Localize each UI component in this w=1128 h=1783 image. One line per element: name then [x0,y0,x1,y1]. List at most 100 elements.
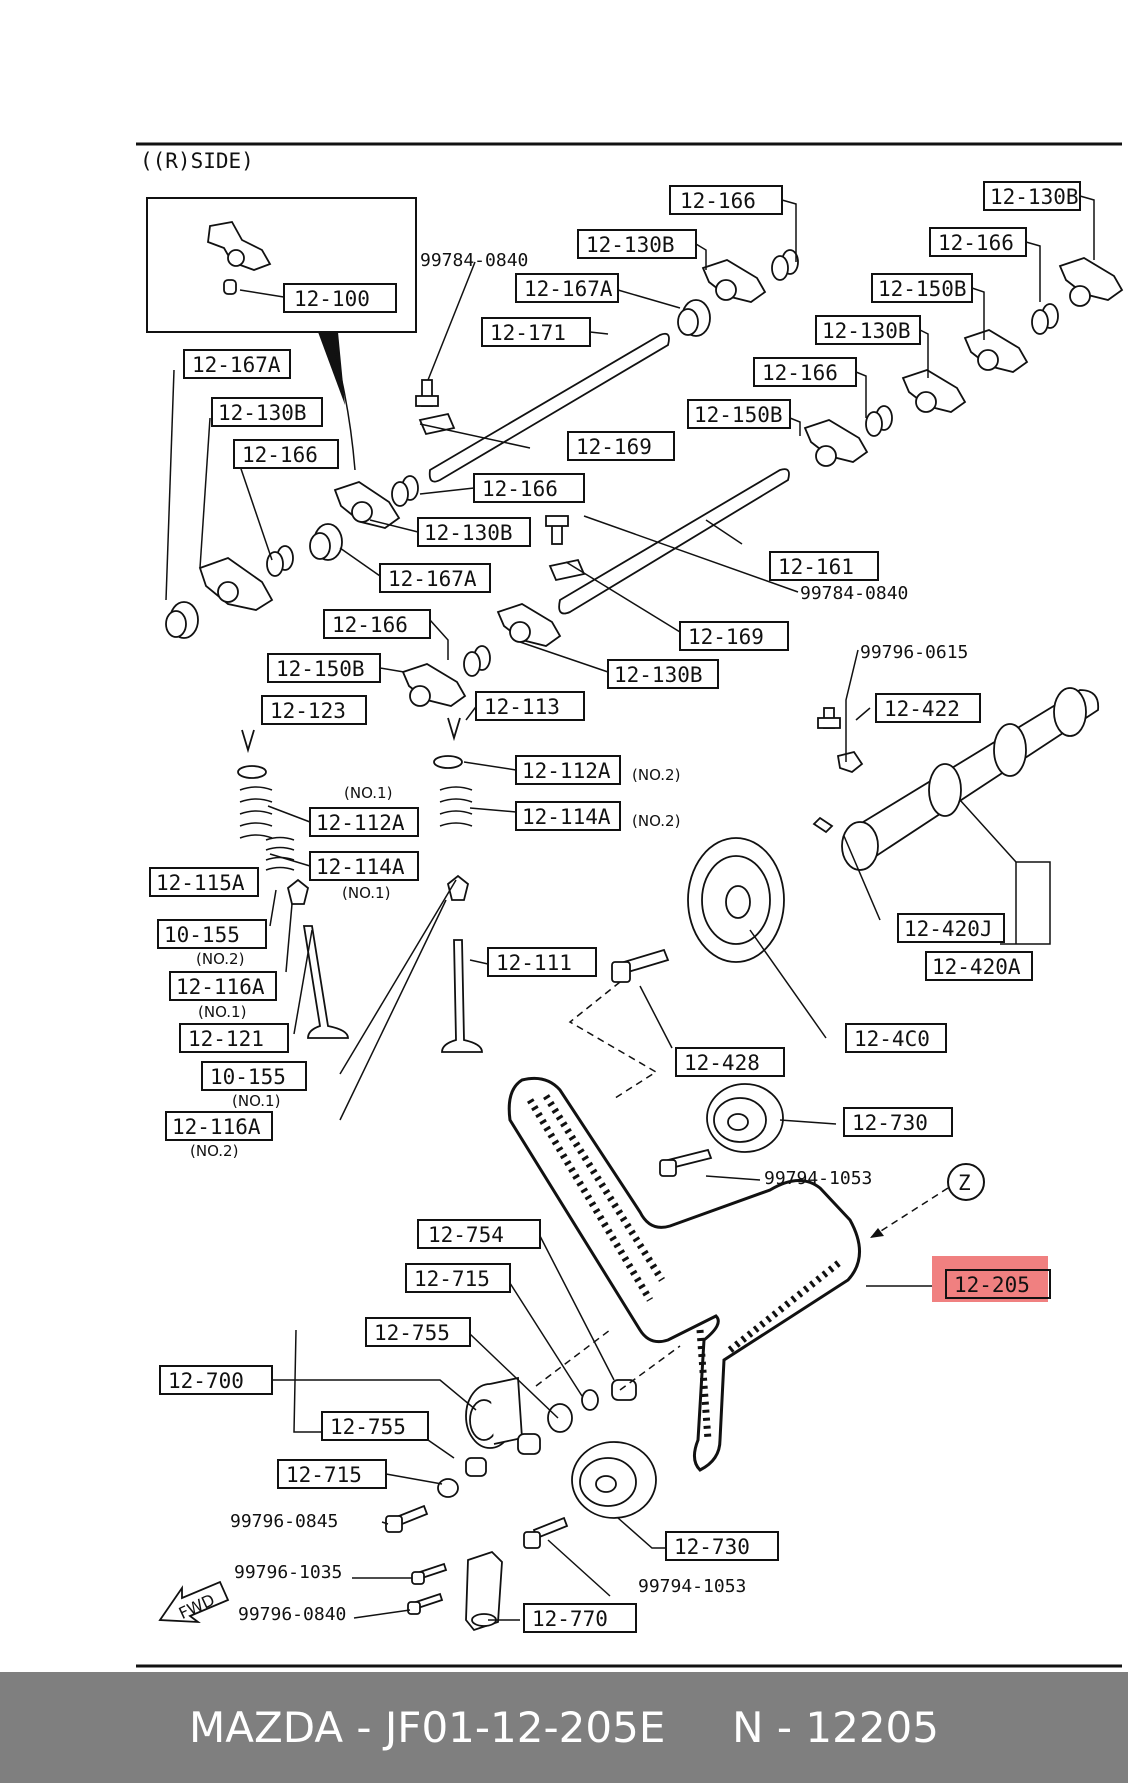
rocker-arm-2 [198,556,274,611]
svg-text:12-715: 12-715 [414,1267,490,1291]
part-label-12-730-a: 12-730 [843,1107,953,1137]
part-label-12-130B-e: 12-130B [815,315,921,345]
valve-intake [302,925,349,1039]
svg-text:12-205: 12-205 [954,1273,1030,1297]
rocker-arm-7 [963,329,1029,373]
inset-pointer [318,332,345,405]
part-label-12-123: 12-123 [261,695,367,725]
svg-text:12-150B: 12-150B [694,403,783,427]
svg-text:12-715: 12-715 [286,1463,362,1487]
part-label-99796-1035: 99796-1035 [234,1562,342,1583]
idler-pulley-upper [706,1083,784,1153]
leader-lines [165,195,1095,1621]
note-no1-b: (NO.1) [342,884,390,902]
camshaft-pulley [687,837,785,963]
part-label-12-111: 12-111 [487,947,597,977]
rocker-arm-9 [803,419,869,467]
rocker-arm-4 [401,663,467,707]
inset-box [146,197,417,333]
svg-text:12-166: 12-166 [680,189,756,213]
spring-1 [391,475,419,507]
svg-text:(NO.1): (NO.1) [344,784,392,802]
idler-bolt-lower [523,1516,569,1549]
svg-text:12-422: 12-422 [884,697,960,721]
svg-text:12-130B: 12-130B [614,663,703,687]
svg-text:12-420A: 12-420A [932,955,1021,979]
shaft-bolt-upper [415,379,456,436]
svg-text:12-130B: 12-130B [990,185,1079,209]
part-label-12-100: 12-100 [283,283,397,313]
svg-text:12-4C0: 12-4C0 [854,1027,930,1051]
spring-5 [865,405,893,437]
part-label-12-166-b: 12-166 [233,439,339,469]
cam-plate [836,750,864,774]
part-label-12-4C0: 12-4C0 [845,1023,947,1053]
part-label-12-167A-a: 12-167A [515,273,619,303]
svg-text:99796-0845: 99796-0845 [230,1511,338,1532]
footer-part-number: MAZDA - JF01-12-205E N - 12205 [188,1703,939,1752]
part-label-12-116A-a: 12-116A [169,971,277,1001]
part-label-12-114A-b: 12-114A [309,851,419,881]
svg-text:12-730: 12-730 [674,1535,750,1559]
spring-retainer [237,765,267,779]
part-label-12-169-a: 12-169 [567,431,675,461]
part-label-12-422: 12-422 [875,693,981,723]
spring-4 [1031,303,1059,335]
part-label-12-770: 12-770 [523,1603,637,1633]
svg-text:12-115A: 12-115A [156,871,245,895]
svg-text:12-166: 12-166 [242,443,318,467]
svg-text:12-167A: 12-167A [388,567,477,591]
part-label-12-420J: 12-420J [897,913,1005,943]
svg-text:12-116A: 12-116A [176,975,265,999]
part-label-12-166-c: 12-166 [473,473,585,503]
tensioner-spring [465,1550,503,1632]
part-label-12-755-b: 12-755 [321,1411,429,1441]
svg-text:12-114A: 12-114A [522,805,611,829]
svg-text:(NO.2): (NO.2) [632,766,680,784]
part-label-12-754: 12-754 [417,1219,541,1249]
svg-text:12-130B: 12-130B [218,401,307,425]
valve-spring-inner [439,786,473,827]
part-label-99784-0840-b: 99784-0840 [800,583,908,604]
svg-text:(NO.1): (NO.1) [232,1092,280,1110]
note-no1-a: (NO.1) [344,784,392,802]
view-z-circle [947,1163,985,1201]
svg-text:99784-0840: 99784-0840 [420,250,528,271]
part-label-12-115A: 12-115A [149,867,259,897]
svg-text:12-167A: 12-167A [524,277,613,301]
part-label-12-420A: 12-420A [925,951,1033,981]
spring-6 [463,645,491,677]
rocker-arm-5 [701,259,767,303]
svg-text:12-111: 12-111 [496,951,572,975]
spring-3 [771,249,799,281]
svg-text:(NO.2): (NO.2) [196,950,244,968]
part-label-12-169-b: 12-169 [679,621,789,651]
svg-text:12-112A: 12-112A [522,759,611,783]
valve-keepers [241,717,461,754]
svg-text:12-121: 12-121 [188,1027,264,1051]
svg-text:99796-0615: 99796-0615 [860,642,968,663]
svg-text:12-166: 12-166 [938,231,1014,255]
bushing-1 [309,523,343,561]
part-label-12-700: 12-700 [159,1365,273,1395]
rocker-arm-1 [333,481,401,529]
spring-seat-upper [433,755,463,769]
part-label-99794-1053-a: 99794-1053 [764,1168,872,1189]
part-label-12-715-b: 12-715 [277,1459,387,1489]
svg-text:99796-1035: 99796-1035 [234,1562,342,1583]
svg-text:(NO.1): (NO.1) [342,884,390,902]
cam-key [812,816,834,834]
rocker-arm-6 [1058,257,1124,307]
svg-text:99784-0840: 99784-0840 [800,583,908,604]
tensioner-spacers [437,1379,637,1498]
note-no2-d: (NO.2) [190,1142,238,1160]
svg-text:12-112A: 12-112A [316,811,405,835]
note-no2-a: (NO.2) [632,766,680,784]
svg-text:12-171: 12-171 [490,321,566,345]
svg-text:12-169: 12-169 [576,435,652,459]
part-label-12-112A-b: 12-112A [309,807,419,837]
part-label-12-116A-b: 12-116A [165,1111,273,1141]
svg-text:12-420J: 12-420J [904,917,993,941]
svg-text:12-130B: 12-130B [586,233,675,257]
